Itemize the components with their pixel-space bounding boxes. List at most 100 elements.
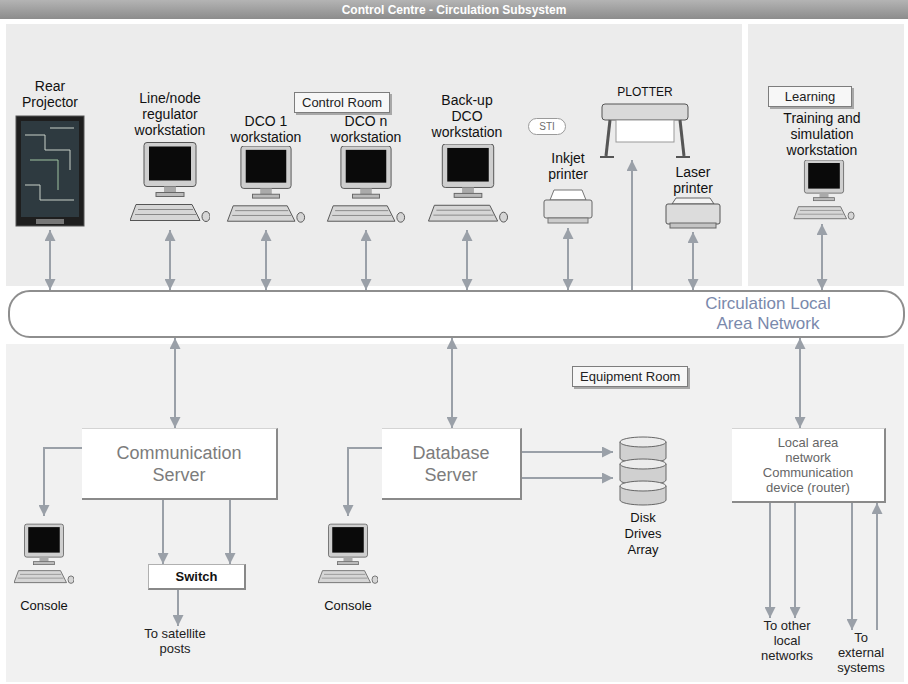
node-label: Circulation Local Area Network [693, 294, 843, 334]
console-icon [14, 524, 74, 583]
device-node: Laser printer [662, 164, 724, 232]
node-label: Line/node regulator workstation [126, 90, 214, 138]
workstation-icon [227, 146, 304, 222]
link-arrow [229, 500, 231, 564]
device-node: Line/node regulator workstation [126, 90, 214, 230]
device-node: Disk Drives Array [613, 434, 673, 558]
node-label: PLOTTER [617, 84, 672, 100]
device-node: Training and simulation workstation [770, 110, 874, 224]
node-label: Back-up DCO workstation [426, 92, 508, 140]
node-label: Control Room [302, 95, 382, 110]
link-arrow [348, 448, 382, 516]
screen-track [25, 185, 74, 200]
plotter-foot [600, 156, 614, 158]
plotter-foot [676, 156, 690, 158]
link-arrow [567, 228, 569, 290]
node-label: To other local networks [752, 618, 822, 663]
link-arrow [49, 230, 51, 290]
link-arrow [769, 503, 771, 618]
printer-tray [670, 223, 716, 228]
workstation-icon [327, 146, 404, 222]
server-box: Communication Server [82, 428, 278, 500]
device-node: Back-up DCO workstation [426, 92, 508, 230]
destination-note: To satellite posts [135, 626, 215, 660]
plotter-leg [606, 120, 610, 156]
node-label: DCO 1 workstation [222, 113, 310, 145]
node-label: DCO n workstation [322, 113, 410, 145]
equipment-room-area [6, 344, 904, 682]
link-arrow [265, 230, 267, 290]
link-arrow [876, 503, 878, 630]
printer-paper [550, 190, 586, 200]
node-label: Disk Drives Array [613, 510, 673, 558]
room-label-box: Control Room [294, 92, 390, 113]
link-arrow [44, 448, 82, 516]
router-box: Local area network Communication device … [732, 428, 886, 503]
link-arrow [174, 338, 176, 428]
learning-area [748, 24, 904, 286]
node-label: Console [20, 598, 68, 614]
node-label: Inkjet printer [538, 150, 598, 182]
workstation-icon [794, 160, 854, 219]
title-bar: Control Centre - Circulation Subsystem [0, 0, 908, 19]
link-arrow [466, 230, 468, 290]
device-node: DCO n workstation [322, 113, 410, 230]
room-label-box: Learning [768, 86, 852, 107]
node-label: Equipment Room [580, 369, 680, 384]
screen-track [50, 128, 74, 129]
console-icon [318, 524, 378, 583]
switch-box: Switch [148, 564, 246, 590]
link-arrow [522, 451, 613, 453]
disk-cylinder [620, 481, 666, 491]
node-label: Rear Projector [10, 78, 90, 110]
link-arrow [451, 338, 453, 428]
link-arrow [631, 160, 633, 290]
device-node: PLOTTER [598, 84, 692, 160]
destination-note: To external systems [830, 630, 892, 678]
diagram-title: Control Centre - Circulation Subsystem [342, 3, 567, 17]
node-label: Communication Server [102, 442, 256, 486]
plotter-head [602, 104, 688, 120]
node-label: Laser printer [662, 164, 724, 196]
node-label: Learning [785, 89, 836, 104]
server-box: Database Server [382, 428, 522, 500]
link-arrow [169, 230, 171, 290]
node-label: Switch [176, 569, 218, 584]
projector-frame [16, 116, 84, 226]
node-label: Training and simulation workstation [770, 110, 874, 158]
link-arrow [851, 503, 853, 630]
room-label-box: Equipment Room [572, 366, 688, 387]
projector-base [36, 219, 64, 224]
device-node: Rear Projector [10, 78, 90, 230]
link-arrow [522, 477, 613, 479]
destination-note: To other local networks [752, 618, 822, 668]
node-label: To satellite posts [135, 626, 215, 656]
link-arrow [794, 503, 796, 618]
link-arrow [692, 232, 694, 290]
node-label: To external systems [830, 630, 892, 675]
node-label: Console [324, 598, 372, 614]
link-arrow [162, 500, 164, 564]
plotter-leg [680, 120, 684, 156]
network-bus: Circulation Local Area Network [8, 290, 905, 338]
device-node: Console [316, 516, 380, 614]
device-node: DCO 1 workstation [222, 113, 310, 230]
device-node: Console [12, 516, 76, 614]
printer-body [666, 204, 720, 224]
workstation-icon [130, 143, 210, 222]
printer-body [544, 200, 592, 218]
projector-screen [21, 121, 79, 217]
printer-paper [672, 198, 714, 204]
link-arrow [821, 224, 823, 290]
node-label: Local area network Communication device … [754, 435, 862, 495]
title-band [0, 0, 908, 19]
plotter-paper [616, 120, 674, 142]
link-arrow [365, 230, 367, 290]
printer-tray [548, 218, 588, 223]
disk-cylinder [620, 437, 666, 447]
link-arrow [177, 590, 179, 626]
disk-cylinder [620, 459, 666, 469]
device-node: Inkjet printer [538, 150, 598, 228]
status-pill: STI [528, 118, 566, 135]
screen-track [25, 135, 70, 170]
